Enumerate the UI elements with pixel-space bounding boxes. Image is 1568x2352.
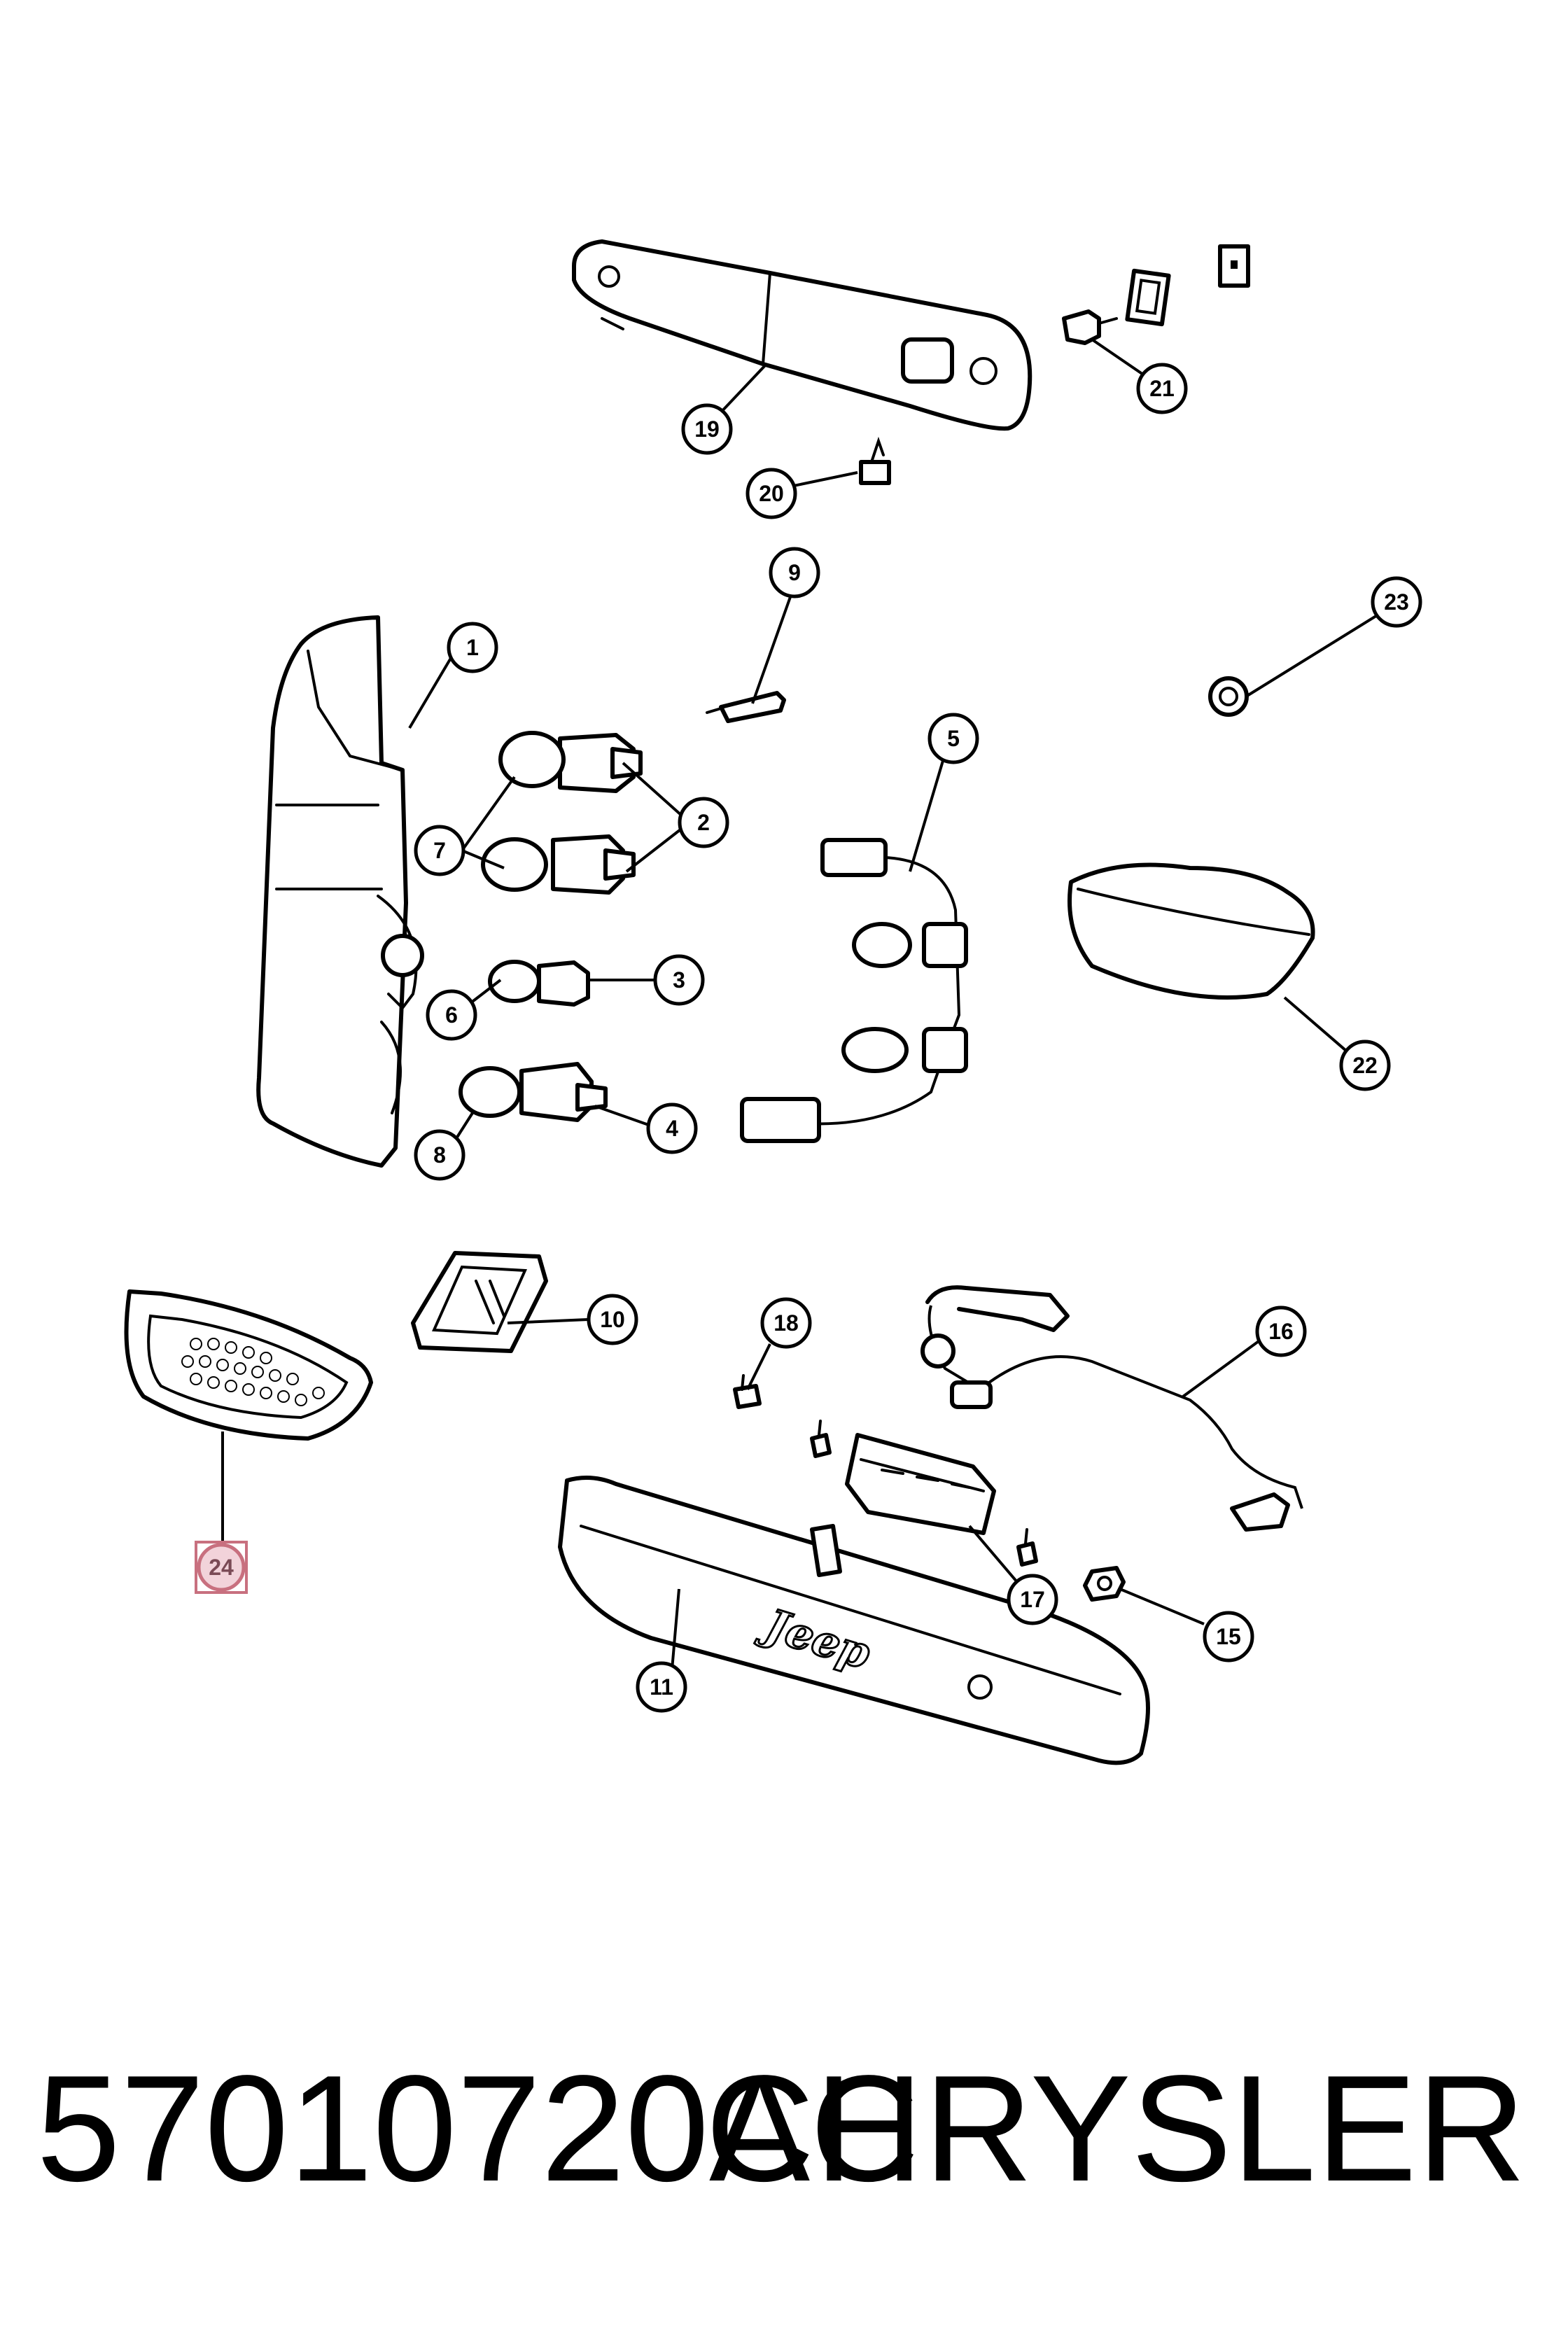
part-high-mount-stop-lamp	[572, 239, 1032, 431]
svg-text:5: 5	[947, 726, 960, 751]
callout-23: 23	[1371, 576, 1422, 628]
part-tail-lamp	[256, 615, 424, 1168]
svg-text:18: 18	[774, 1310, 799, 1336]
part-bulbs-and-sockets	[458, 731, 643, 1122]
svg-text:3: 3	[673, 967, 685, 993]
svg-text:19: 19	[694, 416, 720, 442]
part-reflector	[124, 1289, 373, 1441]
svg-text:2: 2	[697, 810, 710, 835]
part-license-lamp-bracket	[411, 1251, 548, 1353]
callout-4: 4	[646, 1102, 698, 1154]
svg-text:6: 6	[445, 1002, 458, 1028]
callout-21: 21	[1136, 363, 1188, 414]
callout-10: 10	[587, 1294, 638, 1345]
part-pin	[810, 1420, 1038, 1567]
part-grommet	[1208, 676, 1249, 717]
parts-diagram: Jeep 1 2 3 4 5 6 7 8 9 10 11 15 16 17 18	[124, 239, 1422, 1765]
callout-5: 5	[927, 713, 979, 764]
part-screw-20	[859, 436, 891, 485]
part-clip-set	[1062, 244, 1250, 345]
callout-16: 16	[1255, 1306, 1307, 1357]
callout-19: 19	[681, 403, 733, 455]
svg-text:17: 17	[1020, 1587, 1045, 1612]
part-screw-18	[733, 1374, 762, 1409]
callout-15: 15	[1203, 1611, 1254, 1662]
part-tail-lamp-harness	[740, 838, 968, 1143]
svg-text:15: 15	[1216, 1624, 1241, 1649]
part-push-pin	[706, 691, 786, 723]
callout-2: 2	[678, 797, 729, 848]
part-applique: Jeep	[558, 1476, 1150, 1765]
part-number: 57010720AC	[36, 2043, 920, 2213]
svg-text:10: 10	[600, 1307, 625, 1332]
svg-text:4: 4	[666, 1116, 678, 1141]
footer: 57010720AC CHRYSLER	[0, 2023, 1568, 2233]
callout-3: 3	[653, 954, 705, 1006]
callout-1: 1	[447, 622, 498, 673]
svg-text:7: 7	[433, 838, 446, 863]
callout-9: 9	[769, 547, 820, 598]
part-license-lamp-harness	[920, 1285, 1303, 1532]
part-side-marker	[1068, 862, 1315, 1000]
svg-text:1: 1	[466, 635, 479, 660]
callout-8: 8	[414, 1129, 465, 1181]
svg-text:22: 22	[1352, 1053, 1378, 1078]
svg-text:11: 11	[650, 1674, 673, 1700]
brand-name: CHRYSLER	[705, 2043, 1526, 2213]
svg-text:23: 23	[1384, 589, 1409, 615]
svg-text:8: 8	[433, 1142, 446, 1168]
callout-7: 7	[414, 825, 465, 876]
svg-text:24: 24	[209, 1555, 234, 1580]
svg-text:16: 16	[1268, 1319, 1294, 1344]
svg-text:21: 21	[1149, 376, 1175, 401]
callout-6: 6	[426, 989, 477, 1041]
svg-text:9: 9	[788, 560, 801, 585]
svg-text:20: 20	[759, 481, 784, 506]
callout-18: 18	[760, 1297, 812, 1349]
callout-17: 17	[1007, 1574, 1058, 1625]
callout-11: 11	[636, 1661, 687, 1713]
part-clip-15	[1083, 1566, 1126, 1602]
callout-24: 24	[195, 1541, 248, 1594]
part-license-lamp	[845, 1433, 996, 1535]
callout-22: 22	[1339, 1040, 1391, 1091]
callout-20: 20	[746, 468, 797, 519]
